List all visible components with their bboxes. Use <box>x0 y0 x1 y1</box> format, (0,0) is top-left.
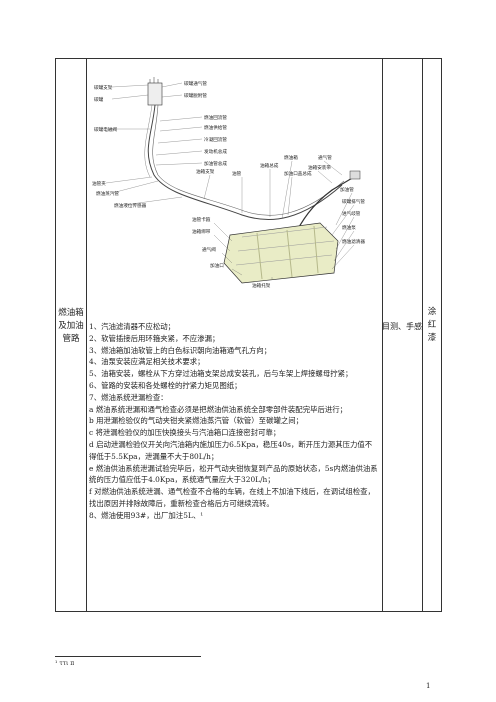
diagram-label: 燃油蒸汽管 <box>96 190 119 197</box>
process-name-cell: 燃油箱 及加油 管路 <box>58 308 84 344</box>
instruction-line: d 启动泄漏检验仪开关向汽油箱内施加压力6.5Kpa，稳压40s，断开压力源其压… <box>89 439 373 461</box>
instruction-line: f 对燃油供油系统泄漏、通气检查不合格的车辆，在线上不加油下线后，在调试组检查，… <box>89 487 375 508</box>
diagram-label: 燃油滤清器 <box>342 238 365 245</box>
instruction-line: a 燃油系统泄漏和通气检查必须是把燃油供油系统全部零部件装配完毕后进行； <box>89 404 348 414</box>
diagram-label: 燃油回流管 <box>204 114 227 121</box>
instruction-line: 1、汽油滤清器不应松动； <box>89 322 176 331</box>
diagram-label: 燃油箱 <box>284 154 298 161</box>
diagram-label: 加油口盖总成 <box>284 170 312 177</box>
diagram-label: 油箱支架 <box>196 168 215 175</box>
column-divider <box>86 59 87 611</box>
diagram-label: 加油管 <box>340 186 354 193</box>
diagram-label: 碳罐排气管 <box>342 198 365 205</box>
diagram-label: 加油管总成 <box>204 160 227 167</box>
footnote: ¹ ττι π <box>55 660 75 667</box>
footnote-separator <box>55 656 201 657</box>
instruction-line: b 用泄漏检验仪的气动夹钳夹紧燃油蒸汽管（软管）至碳罐之间； <box>89 416 304 426</box>
diagram-label: 碳罐电磁阀 <box>94 126 117 133</box>
instruction-line: 5、油箱安装，螺栓从下方穿过油箱支架总成安装孔，后与车架上焊接螺母拧紧； <box>89 369 353 379</box>
diagram-label: 进气歧管 <box>342 210 361 217</box>
diagram-labels: 碳罐支架 碳罐 碳罐电磁阀 碳罐通气管 碳罐脱附管 燃油回流管 燃油供给管 冷凝… <box>92 80 365 289</box>
instruction-list: 1、汽油滤清器不应松动； 2、软管插接后用环箍夹紧，不应渗漏； 3、燃油箱加油软… <box>89 321 379 522</box>
diagram-label: 通气阀 <box>202 246 216 253</box>
diagram-label: 燃油泵 <box>342 224 356 231</box>
diagram-label: 碳罐通气管 <box>184 80 207 87</box>
diagram-label: 发动机总成 <box>204 148 227 155</box>
diagram-label: 油箱绑带 <box>192 228 211 235</box>
fuel-system-diagram-svg: 碳罐支架 碳罐 碳罐电磁阀 碳罐通气管 碳罐脱附管 燃油回流管 燃油供给管 冷凝… <box>92 77 365 289</box>
instruction-line: 8、燃油使用93#，出厂加注5L、¹ <box>89 510 204 520</box>
diagram-label: 油管卡箍 <box>192 216 211 223</box>
diagram-label: 燃油液位传感器 <box>114 202 147 209</box>
diagram-label: 油箱安装带 <box>308 164 331 171</box>
diagram-label: 油箱总成 <box>260 162 279 169</box>
diagram-label: 油管夹 <box>92 180 106 187</box>
diagram-label: 油管 <box>232 170 242 177</box>
diagram-label: 通气管 <box>318 154 332 161</box>
instruction-line: 2、软管插接后用环箍夹紧，不应渗漏； <box>89 333 220 343</box>
diagram-label: 碳罐 <box>94 96 104 103</box>
diagram-label: 冷凝回流管 <box>204 136 227 143</box>
instruction-line: 6、管路的安装和各处螺栓的拧紧力矩见图纸； <box>89 380 242 390</box>
marking-cell: 涂 红 漆 <box>427 307 437 343</box>
fuel-system-diagram: 碳罐支架 碳罐 碳罐电磁阀 碳罐通气管 碳罐脱附管 燃油回流管 燃油供给管 冷凝… <box>92 65 378 293</box>
diagram-label: 加油口 <box>210 262 224 269</box>
column-divider <box>382 59 383 611</box>
instruction-line: c 将泄漏检验仪的加压快换接头与汽油箱口连接密封可靠； <box>89 428 281 438</box>
column-divider <box>422 59 423 611</box>
process-table: 燃油箱 及加油 管路 <box>55 58 442 612</box>
diagram-label: 燃油供给管 <box>204 124 227 131</box>
page-number: 1 <box>426 682 431 690</box>
inspection-method-cell: 目测、手感 <box>382 322 422 331</box>
instruction-line: 4、油泵安装应满足相关技术要求； <box>89 357 205 367</box>
diagram-label: 碳罐脱附管 <box>184 92 207 99</box>
diagram-label: 碳罐支架 <box>94 84 113 91</box>
diagram-label: 油箱托架 <box>252 282 271 289</box>
instruction-line: 7、燃油系统泄漏检查： <box>89 392 168 402</box>
instruction-line: e 燃油供油系统泄漏试验完毕后，松开气动夹钳恢复到产品的原始状态，5s内燃油供油… <box>89 463 378 485</box>
instruction-line: 3、燃油箱加油软管上的白色标识朝向油箱通气孔方向； <box>89 345 272 355</box>
